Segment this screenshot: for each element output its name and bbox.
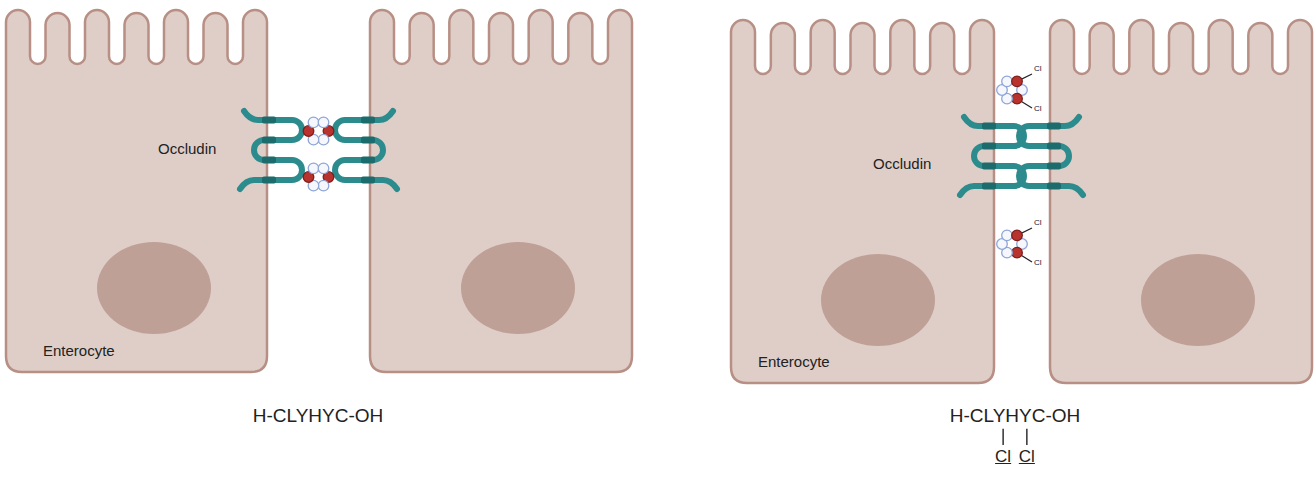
occludin-protein: [960, 117, 1024, 195]
peptide-formula: H-CLYHYC-OH: [253, 405, 384, 427]
membrane-segment: [1047, 123, 1061, 130]
nucleus: [821, 254, 935, 346]
membrane-segment: [262, 137, 276, 144]
amino-acid-residue: [318, 180, 329, 191]
cyclic-peptide: [303, 163, 334, 191]
tyrosine-residue: [1012, 93, 1023, 104]
occludin-protein: [1019, 117, 1083, 195]
enterocyte-body: [370, 10, 632, 372]
membrane-segment: [262, 117, 276, 124]
membrane-segment: [1047, 163, 1061, 170]
amino-acid-residue: [1002, 230, 1013, 241]
cyclic-peptide: [303, 117, 334, 145]
peptide-formula: H-CLYHYC-OH: [950, 405, 1081, 427]
membrane-segment: [1047, 143, 1061, 150]
atom-label: Cl: [1019, 447, 1035, 467]
atom-label: Cl: [995, 447, 1011, 467]
membrane-segment: [262, 157, 276, 164]
occludin-strand: [960, 117, 1024, 195]
membrane-segment: [262, 177, 276, 184]
amino-acid-residue: [1002, 76, 1013, 87]
atom-label: Cl: [1034, 258, 1042, 267]
tyrosine-residue: [1012, 247, 1023, 258]
amino-acid-residue: [318, 117, 329, 128]
enterocyte-body: [1050, 20, 1312, 383]
tyrosine-residue: [1012, 76, 1023, 87]
membrane-segment: [982, 143, 996, 150]
amino-acid-residue: [308, 117, 319, 128]
membrane-segment: [361, 177, 375, 184]
tyrosine-residue: [1012, 230, 1023, 241]
structure-label: Occludin: [873, 155, 931, 172]
cyclic-peptide: [997, 228, 1032, 262]
occludin-strand: [240, 111, 302, 189]
occludin-protein: [335, 111, 397, 189]
nucleus: [1141, 254, 1255, 346]
membrane-segment: [982, 183, 996, 190]
membrane-segment: [982, 123, 996, 130]
enterocyte-body: [6, 10, 267, 372]
amino-acid-residue: [318, 134, 329, 145]
bond-line: [1026, 429, 1027, 445]
membrane-segment: [361, 157, 375, 164]
atom-label: Cl: [1034, 218, 1042, 227]
membrane-segment: [1047, 183, 1061, 190]
bond-bars: [1003, 429, 1027, 445]
occludin-strand: [1019, 117, 1083, 195]
nucleus: [97, 242, 211, 334]
cyclic-peptide: [997, 74, 1032, 108]
atom-label: Cl: [1034, 104, 1042, 113]
amino-acid-residue: [318, 163, 329, 174]
occludin-strands: [240, 111, 1083, 195]
membrane-segment: [982, 163, 996, 170]
cell-label: Enterocyte: [758, 353, 830, 370]
bond-line: [1002, 429, 1003, 445]
occludin-strand: [335, 111, 397, 189]
enterocyte-body: [731, 20, 994, 383]
nucleus: [461, 242, 575, 334]
amino-acid-residue: [308, 163, 319, 174]
occludin-protein: [240, 111, 302, 189]
structure-label: Occludin: [158, 140, 216, 157]
membrane-segment: [361, 137, 375, 144]
peptide-rings: [303, 74, 1032, 262]
membrane-segment: [361, 117, 375, 124]
enterocyte-cells: [6, 10, 1312, 383]
atom-label: Cl: [1034, 64, 1042, 73]
cell-label: Enterocyte: [43, 342, 115, 359]
